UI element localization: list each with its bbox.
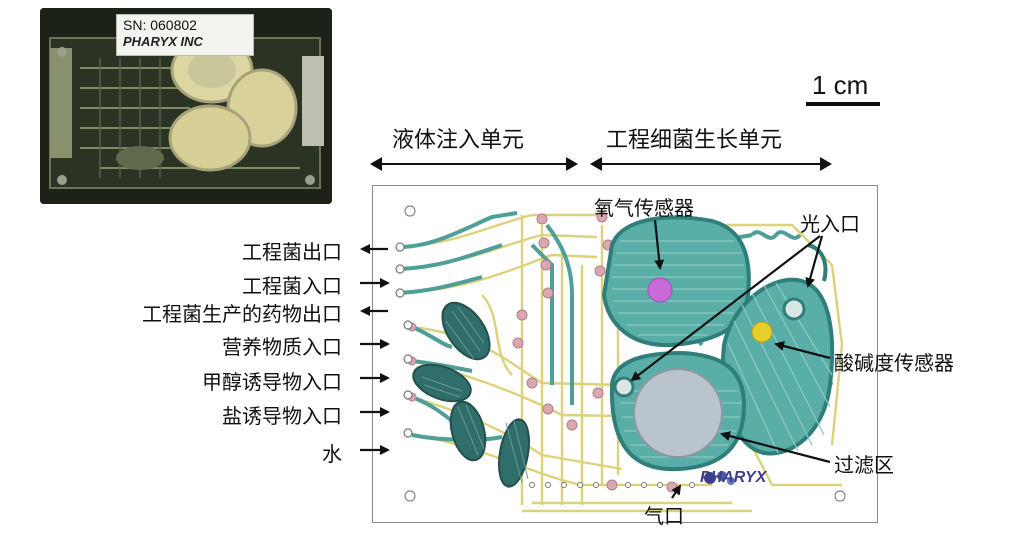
scale-bar: 1 cm — [804, 66, 884, 106]
port-holes — [395, 242, 413, 438]
scale-bar-line — [806, 102, 880, 106]
reservoir-2 — [412, 363, 472, 403]
arrow-light-inlet-2 — [805, 235, 824, 288]
callout-oxygen-sensor: 氧气传感器 — [594, 196, 694, 220]
port-label-bacteria-inlet: 工程菌入口 — [242, 274, 342, 298]
callout-air-port: 气口 — [644, 504, 684, 528]
chip-schematic — [372, 185, 878, 523]
light-channel — [750, 230, 802, 240]
scale-bar-label: 1 cm — [812, 70, 869, 100]
callout-ph-sensor: 酸碱度传感器 — [834, 351, 954, 375]
port-label-nutrient-inlet: 营养物质入口 — [222, 335, 342, 359]
section-liquid-injection: 液体注入单元 — [392, 128, 525, 153]
arrow-oxygen-sensor — [653, 219, 665, 270]
arrow-air-port — [671, 484, 682, 499]
section-bacteria-growth: 工程细菌生长单元 — [606, 128, 783, 153]
air-port-row — [529, 482, 695, 488]
arrow-light-inlet-1 — [630, 235, 821, 382]
photo-maker: PHARYX INC — [123, 34, 203, 49]
port-label-water: 水 — [322, 442, 342, 466]
oxygen-sensor-dot — [647, 277, 673, 303]
filter-disc — [633, 368, 723, 458]
section-liquid-injection-arrow — [370, 157, 578, 171]
arrow-ph-sensor — [774, 341, 831, 360]
port-label-bacteria-outlet: 工程菌出口 — [242, 240, 342, 264]
filter-port — [613, 376, 635, 398]
mount-hole — [404, 205, 416, 217]
pharyx-logo-icon — [704, 471, 735, 485]
section-bacteria-growth-arrow — [590, 157, 832, 171]
port-label-methanol-inlet: 甲醇诱导物入口 — [202, 370, 342, 394]
serial-label: SN: 060802 PHARYX INC — [116, 14, 254, 56]
serial-number: SN: 060802 — [123, 17, 197, 33]
chip-brand: PHARYX — [700, 469, 767, 486]
ph-sensor-dot — [751, 321, 773, 343]
device-photo: SN: 060802 PHARYX INC — [40, 8, 332, 204]
port-label-salt-inlet: 盐诱导物入口 — [222, 404, 342, 428]
mount-hole — [834, 490, 846, 502]
mount-hole — [404, 490, 416, 502]
reservoir-hatching — [421, 306, 529, 484]
port-label-drug-outlet: 工程菌生产的药物出口 — [142, 302, 342, 326]
callout-filter-zone: 过滤区 — [834, 453, 894, 477]
callout-light-inlet: 光入口 — [800, 212, 860, 236]
oxygen-chamber — [601, 215, 751, 348]
light-inlet-port — [782, 297, 806, 321]
arrow-filter-zone — [720, 431, 831, 464]
light-channel-loop — [807, 243, 828, 282]
filter-chamber — [609, 350, 747, 472]
ph-chamber — [720, 277, 835, 456]
